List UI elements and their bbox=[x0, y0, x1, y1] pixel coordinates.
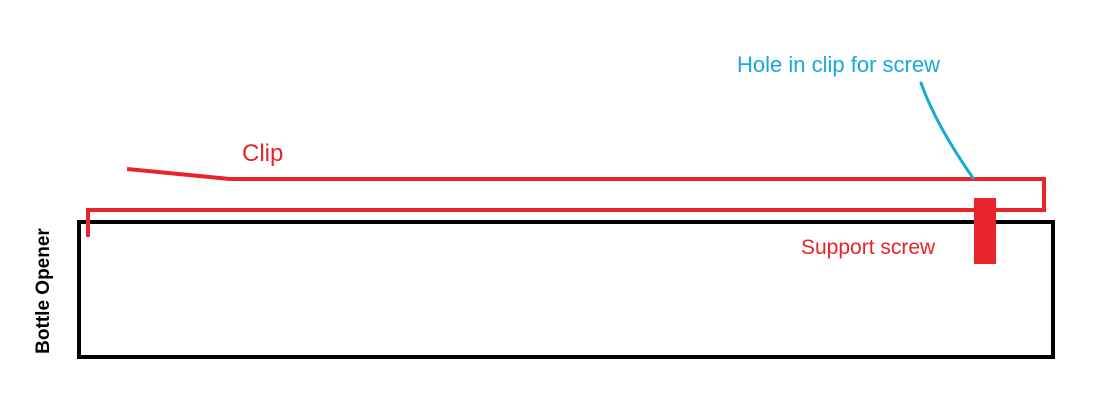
support-screw-label: Support screw bbox=[801, 236, 936, 259]
hole-pointer-line bbox=[919, 81, 975, 180]
hole-label: Hole in clip for screw bbox=[737, 52, 940, 77]
clip-outline bbox=[86, 167, 1046, 237]
bottle-opener-label: Bottle Opener bbox=[33, 228, 54, 354]
bottle-opener-body bbox=[77, 220, 1055, 359]
support-screw bbox=[974, 198, 996, 264]
clip-label: Clip bbox=[242, 140, 284, 167]
